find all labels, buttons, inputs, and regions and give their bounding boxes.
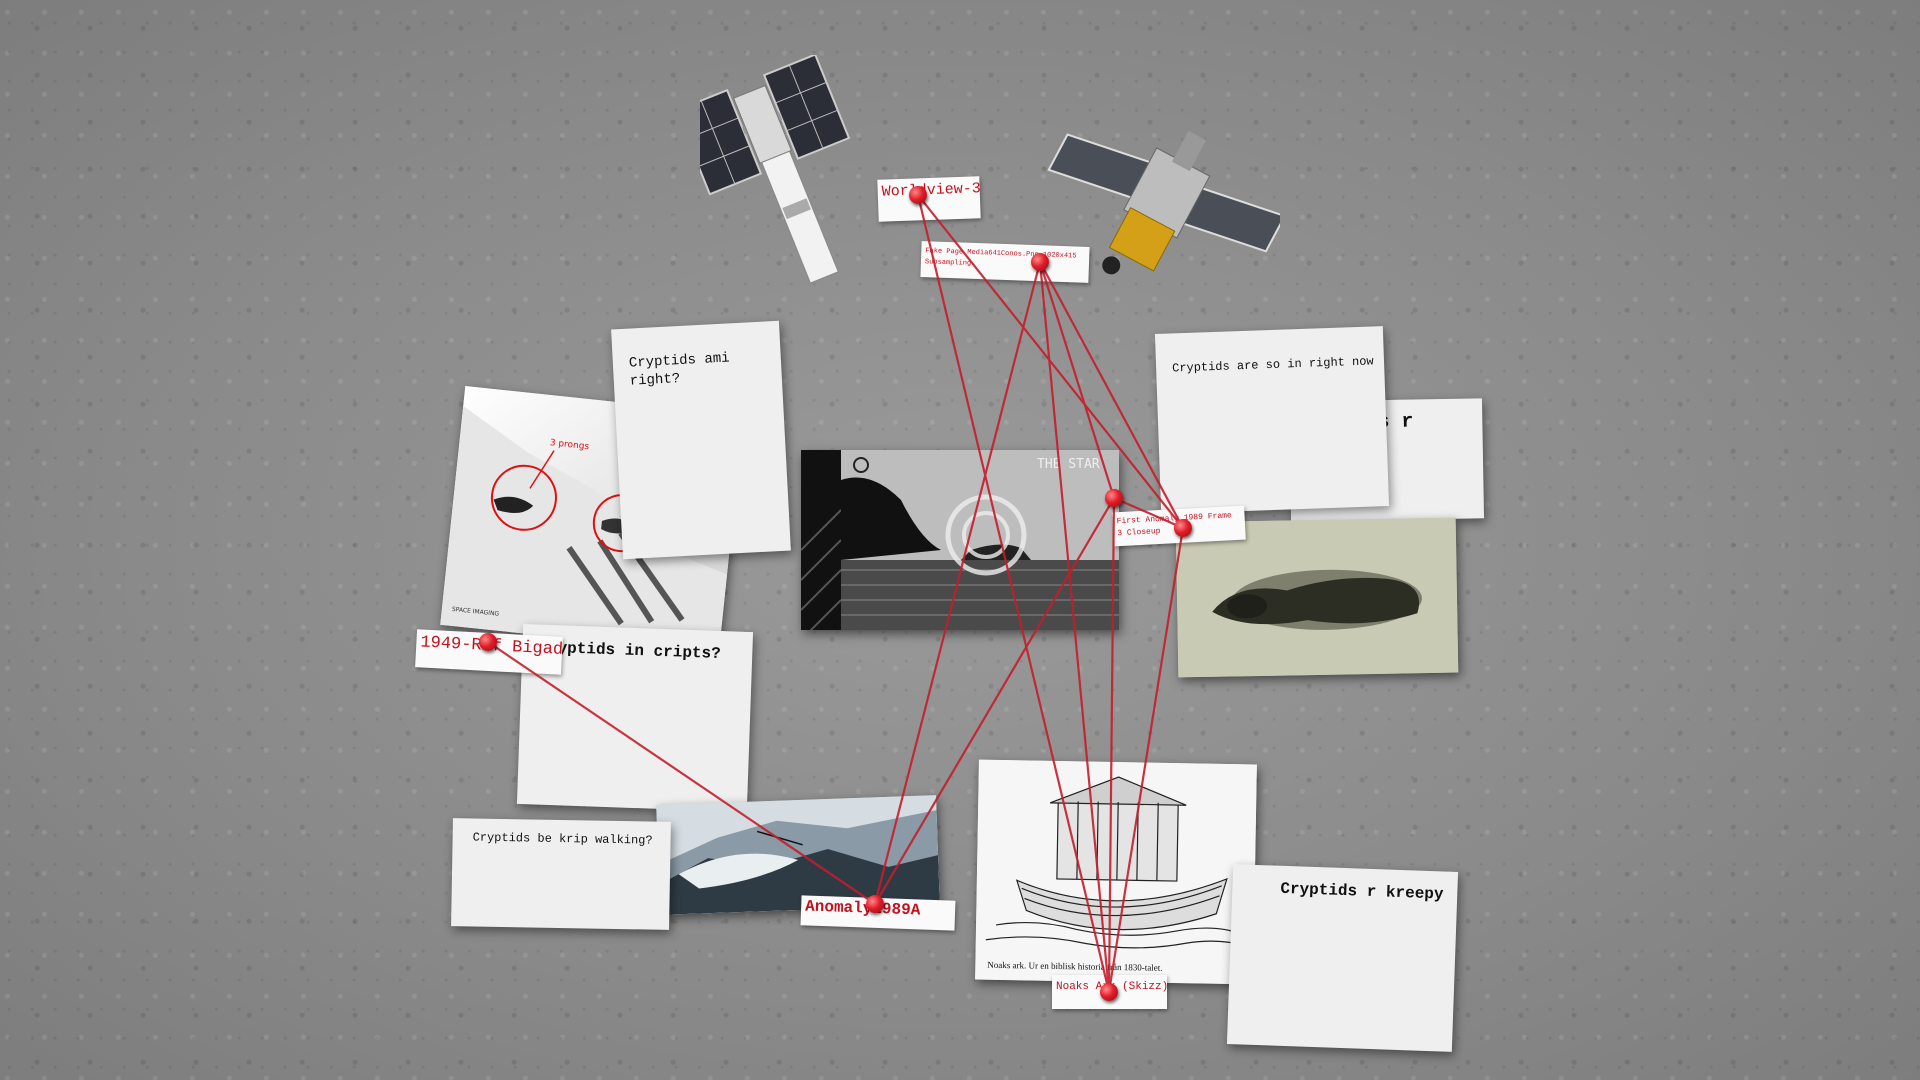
- note-card-so-in-right-now[interactable]: Cryptids are so in right now: [1154, 326, 1390, 514]
- note-card-krip-walking[interactable]: Cryptids be krip walking?: [451, 818, 671, 930]
- note-card-text: Cryptids r kreepy: [1280, 879, 1444, 904]
- note-card-ami-right[interactable]: Cryptids ami right?: [611, 320, 791, 560]
- note-card-text: Cryptids are so in right now: [1171, 354, 1374, 376]
- sonar-sea-photo: THE STAR: [801, 450, 1119, 630]
- pin-1949[interactable]: [479, 633, 497, 651]
- pin-worldview[interactable]: [909, 186, 927, 204]
- pin-anomaly1989[interactable]: [866, 895, 884, 913]
- mountain-photo: [656, 795, 940, 915]
- pin-first-anomaly-b[interactable]: [1174, 519, 1192, 537]
- noahs-ark-photo: Noaks ark. Ur en biblisk historia från 1…: [975, 759, 1257, 985]
- sonar-title: THE STAR: [1037, 457, 1100, 472]
- snow-footer: SPACE IMAGING: [452, 606, 500, 618]
- snow-annotation: 3 prongs: [549, 438, 590, 452]
- pin-fake-page[interactable]: [1031, 253, 1049, 271]
- note-card-text: Cryptids ami right?: [628, 350, 731, 390]
- satellite-right-image: [1047, 130, 1280, 275]
- note-card-r-kreepy[interactable]: Cryptids r kreepy: [1226, 864, 1459, 1052]
- lake-creature-photo: [1175, 517, 1459, 678]
- label-worldview[interactable]: Worldview-3: [877, 176, 981, 222]
- note-card-text: Cryptids in cripts?: [538, 638, 722, 663]
- satellite-left-image: [700, 55, 851, 284]
- note-card-text: Cryptids be krip walking?: [472, 830, 653, 848]
- label-fake-page[interactable]: Fake Page Media641Conos.Png 1020x415 Sub…: [920, 241, 1090, 283]
- pin-noaks[interactable]: [1100, 983, 1118, 1001]
- pin-first-anomaly-a[interactable]: [1105, 489, 1123, 507]
